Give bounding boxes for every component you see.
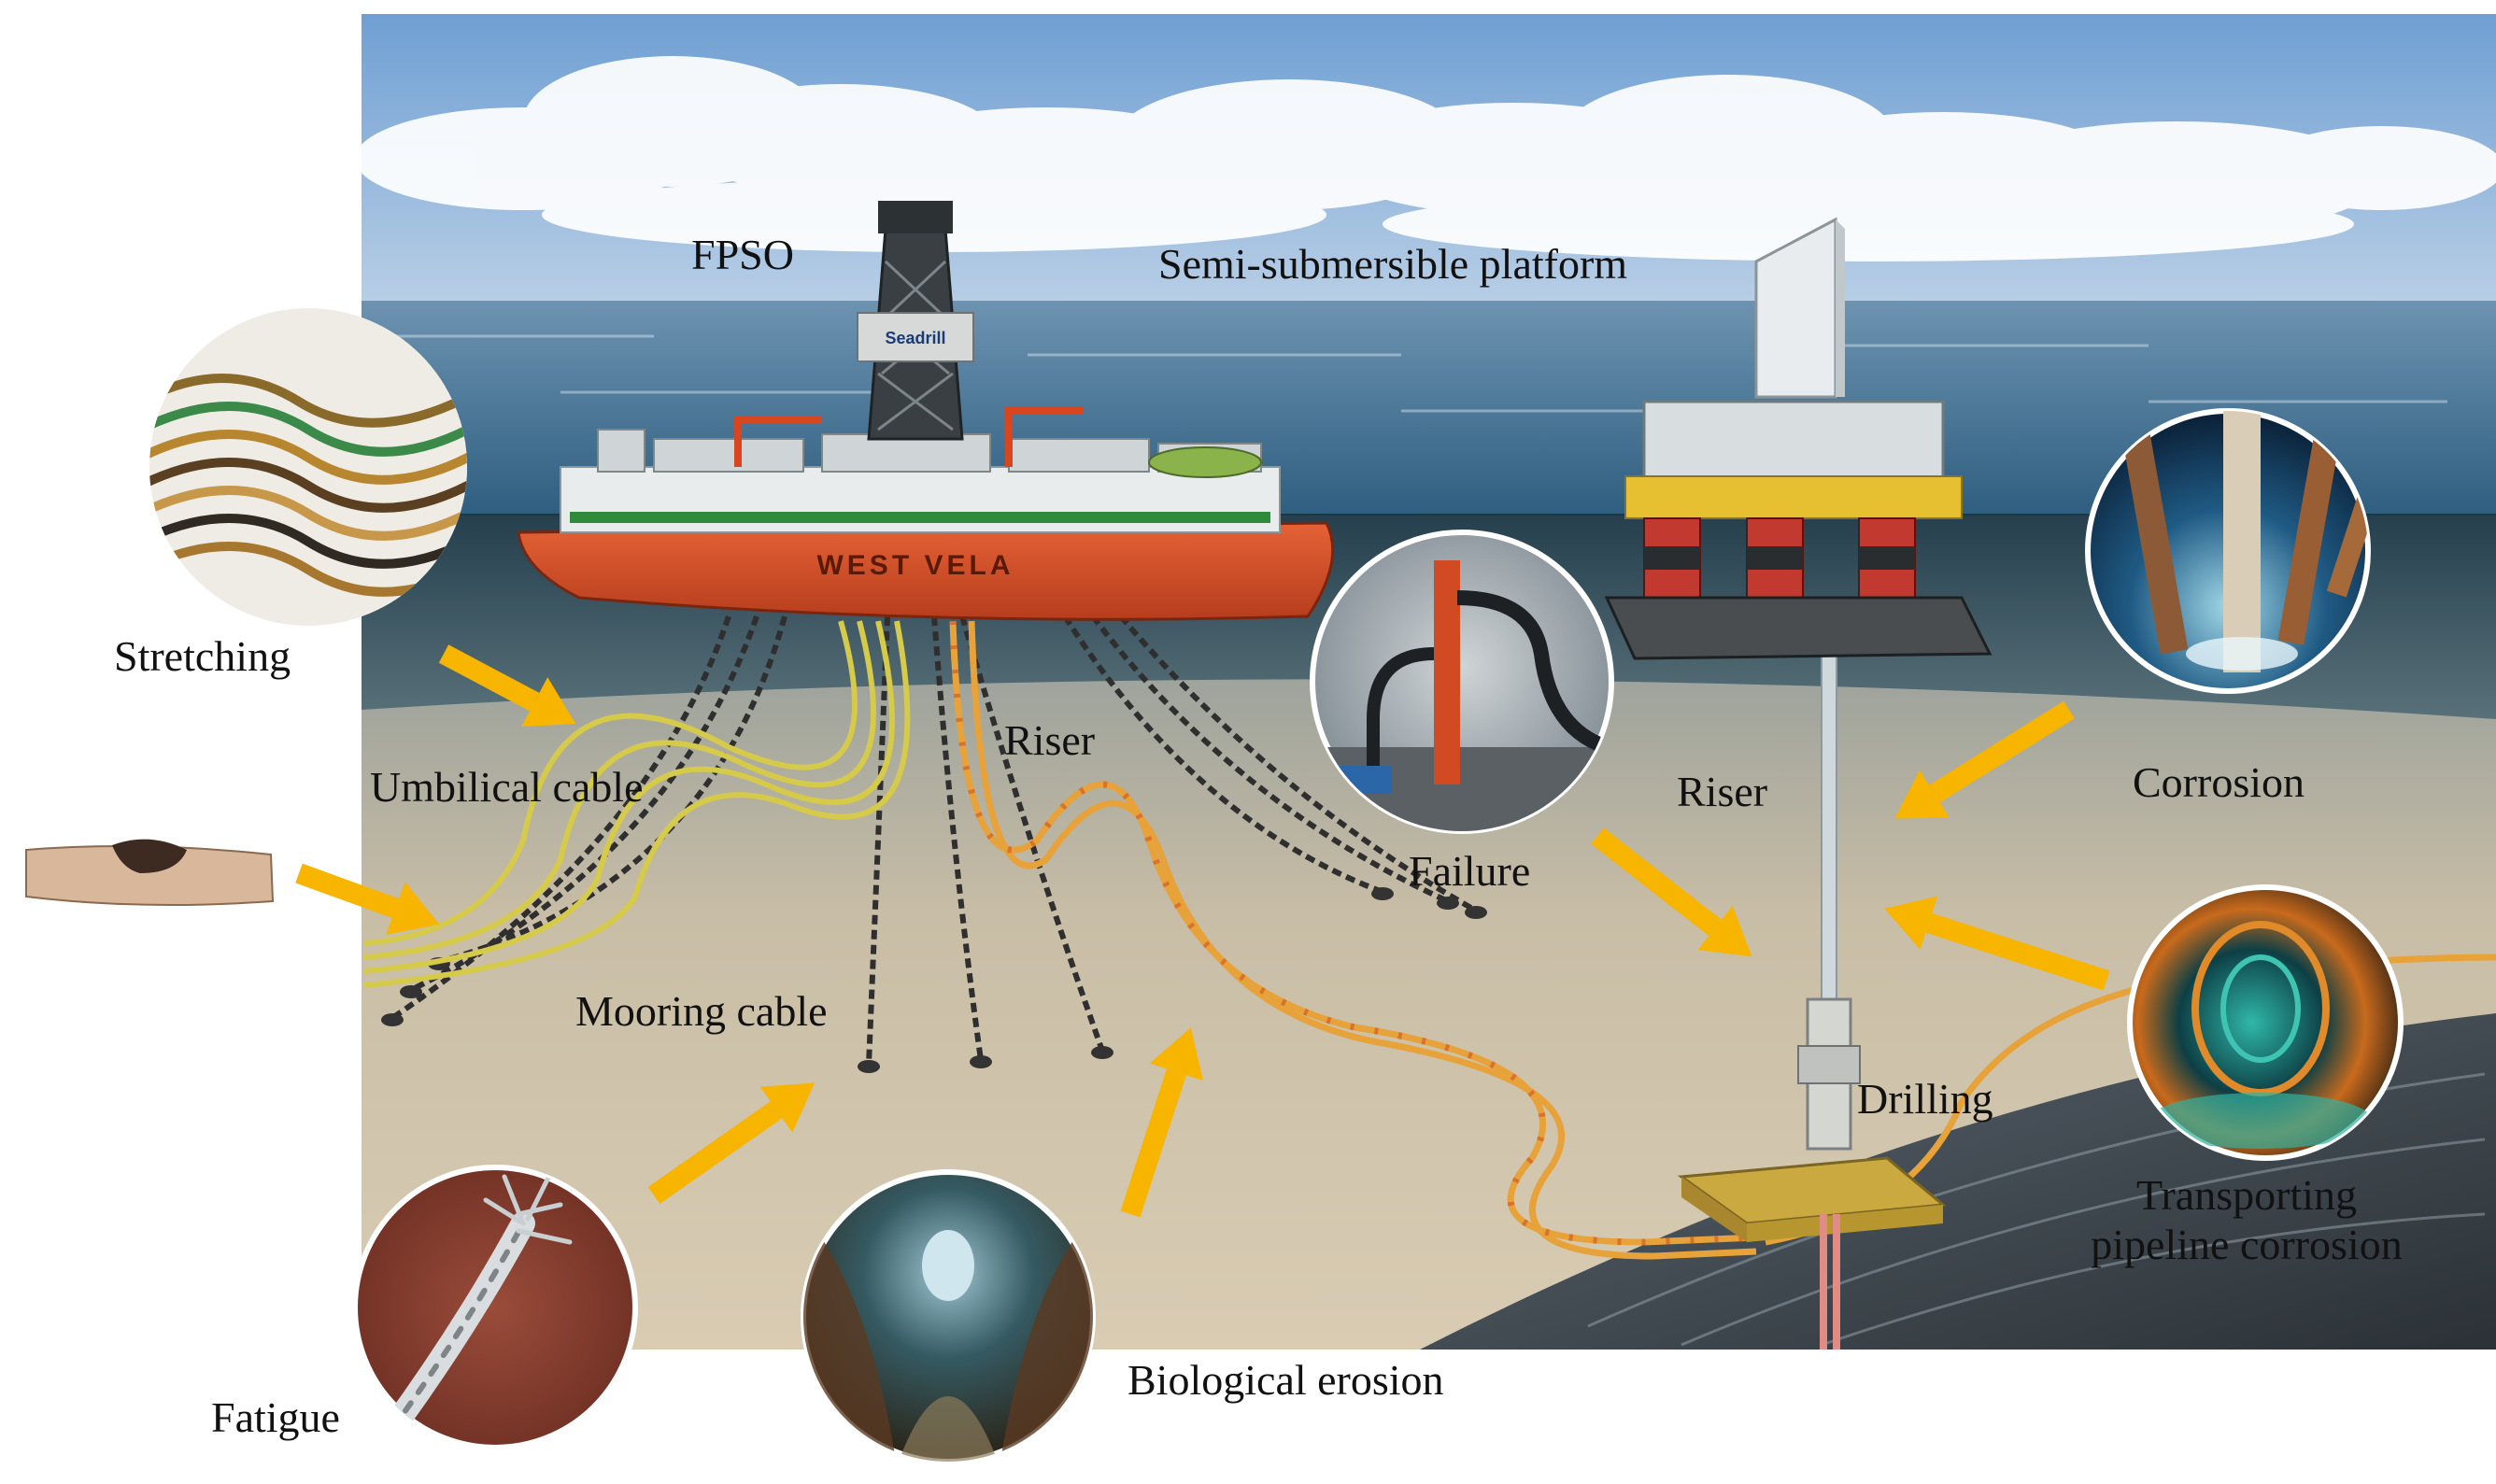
mooring-anchors <box>381 887 1487 1073</box>
label-transporting-line2: pipeline corrosion <box>2091 1220 2403 1268</box>
hull-name: WEST VELA <box>816 550 1014 581</box>
corroded-piles-photo-icon <box>2085 408 2371 694</box>
label-corrosion: Corrosion <box>2133 758 2305 806</box>
label-fpso: FPSO <box>691 231 794 278</box>
label-stretching: Stretching <box>114 632 291 680</box>
label-umbilical-cable: Umbilical cable <box>370 763 644 811</box>
failure-arrows <box>295 644 2110 1218</box>
subsea-template <box>1677 1156 1947 1350</box>
fpso-ship: Seadrill WEST VELA <box>517 201 1335 621</box>
biofouled-seabed-tunnel-icon <box>801 1169 1096 1464</box>
arrow-biological <box>1120 1027 1203 1218</box>
arrow-stretching <box>438 644 576 728</box>
label-drilling: Drilling <box>1857 1075 1993 1123</box>
damaged-cable-sample-icon <box>25 839 275 906</box>
arrow-pipeline <box>1884 896 2110 991</box>
label-riser-left: Riser <box>1004 716 1096 764</box>
derrick-brand: Seadrill <box>885 329 945 347</box>
stretching-photo-icon <box>149 308 467 626</box>
broken-wire-rope-icon <box>352 1165 638 1450</box>
label-transporting-line1: Transporting <box>2136 1171 2357 1219</box>
label-biological-erosion: Biological erosion <box>1127 1356 1444 1404</box>
arrow-umbilical <box>295 863 440 935</box>
corroded-pipeline-interior-icon <box>2127 884 2404 1161</box>
label-fatigue: Fatigue <box>211 1393 340 1441</box>
label-transporting-pipeline-corrosion: Transporting pipeline corrosion <box>2050 1171 2443 1270</box>
label-semi-submersible-platform: Semi-submersible platform <box>1158 240 1628 288</box>
arrow-failure <box>1591 827 1752 957</box>
umbilical-cables <box>363 620 911 988</box>
label-failure: Failure <box>1409 847 1531 895</box>
drilling-riser <box>1797 653 1861 1151</box>
label-riser-right: Riser <box>1677 768 1768 815</box>
label-mooring-cable: Mooring cable <box>575 987 828 1035</box>
arrow-fatigue <box>647 1082 815 1205</box>
semi-submersible-platform <box>1604 217 1993 660</box>
arrow-corrosion <box>1894 700 2075 819</box>
